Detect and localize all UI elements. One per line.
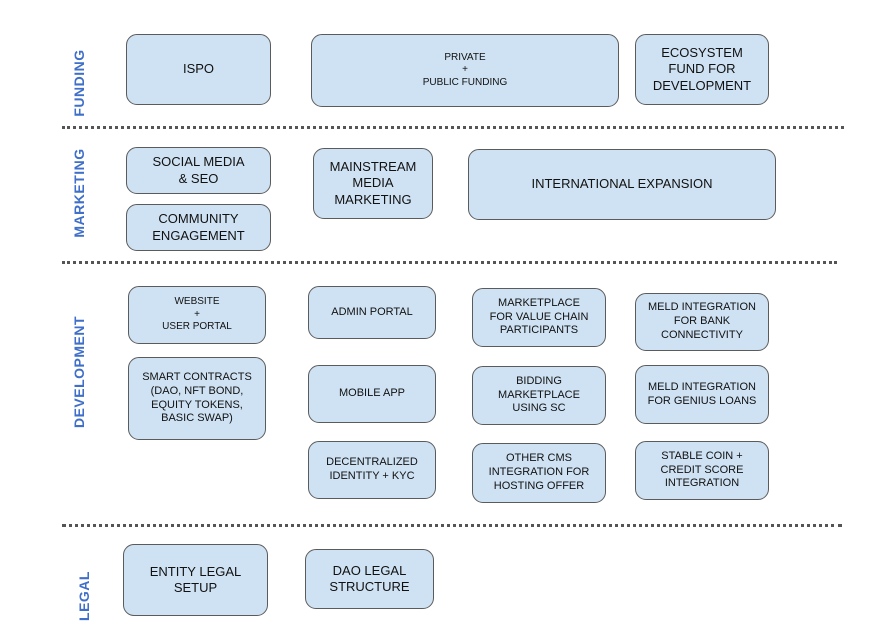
box-private-public-funding: PRIVATE + PUBLIC FUNDING — [311, 34, 619, 107]
box-smart-contracts: SMART CONTRACTS (DAO, NFT BOND, EQUITY T… — [128, 357, 266, 440]
box-stable-coin: STABLE COIN + CREDIT SCORE INTEGRATION — [635, 441, 769, 500]
box-bidding-marketplace: BIDDING MARKETPLACE USING SC — [472, 366, 606, 425]
divider-development-legal — [62, 524, 842, 527]
section-label-marketing: MARKETING — [71, 148, 87, 238]
box-ecosystem-fund: ECOSYSTEM FUND FOR DEVELOPMENT — [635, 34, 769, 105]
box-website-user-portal: WEBSITE + USER PORTAL — [128, 286, 266, 344]
section-label-development: DEVELOPMENT — [71, 315, 87, 429]
box-admin-portal: ADMIN PORTAL — [308, 286, 436, 339]
divider-funding-marketing — [62, 126, 844, 129]
section-label-legal: LEGAL — [76, 571, 92, 621]
box-community-engagement: COMMUNITY ENGAGEMENT — [126, 204, 271, 251]
section-label-funding: FUNDING — [71, 49, 87, 117]
box-marketplace-value-chain: MARKETPLACE FOR VALUE CHAIN PARTICIPANTS — [472, 288, 606, 347]
box-mainstream-media: MAINSTREAM MEDIA MARKETING — [313, 148, 433, 219]
box-other-cms: OTHER CMS INTEGRATION FOR HOSTING OFFER — [472, 443, 606, 503]
box-mobile-app: MOBILE APP — [308, 365, 436, 423]
box-meld-genius: MELD INTEGRATION FOR GENIUS LOANS — [635, 365, 769, 424]
divider-marketing-development — [62, 261, 837, 264]
box-decentralized-identity: DECENTRALIZED IDENTITY + KYC — [308, 441, 436, 499]
box-dao-legal-structure: DAO LEGAL STRUCTURE — [305, 549, 434, 609]
box-ispo: ISPO — [126, 34, 271, 105]
box-meld-bank: MELD INTEGRATION FOR BANK CONNECTIVITY — [635, 293, 769, 351]
box-entity-legal-setup: ENTITY LEGAL SETUP — [123, 544, 268, 616]
box-international-expansion: INTERNATIONAL EXPANSION — [468, 149, 776, 220]
box-social-media-seo: SOCIAL MEDIA & SEO — [126, 147, 271, 194]
